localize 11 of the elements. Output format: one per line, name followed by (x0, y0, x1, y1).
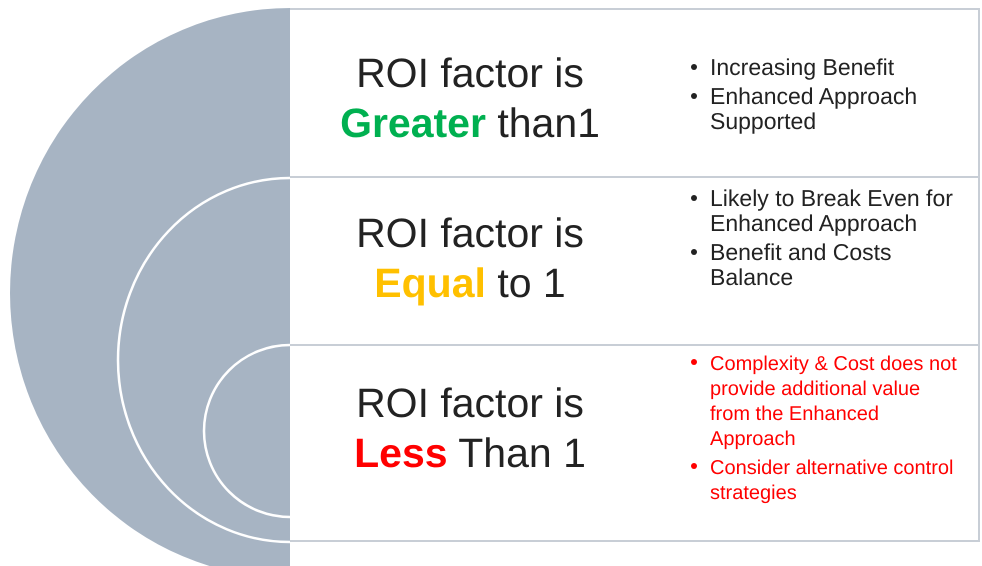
bullet-text: Consider alternative control strategies (710, 457, 954, 504)
divider-bar (290, 512, 980, 542)
bullet-text: Benefit and Costs Balance (710, 239, 892, 290)
tier-panel (290, 8, 980, 178)
tier-heading: ROI factor is Less Than 1 (353, 379, 587, 478)
bullet-text: Enhanced Approach Supported (710, 83, 918, 134)
bullet-text: Likely to Break Even for Enhanced Approach (710, 185, 953, 236)
tier-heading: ROI factor is Equal to 1 (355, 209, 585, 308)
bullet-text: Increasing Benefit (710, 54, 894, 80)
bullet-text: Complexity & Cost does not provide additional value from the Enhanced Approach (710, 353, 957, 450)
tier-heading: ROI factor is Greater than1 (339, 49, 601, 148)
